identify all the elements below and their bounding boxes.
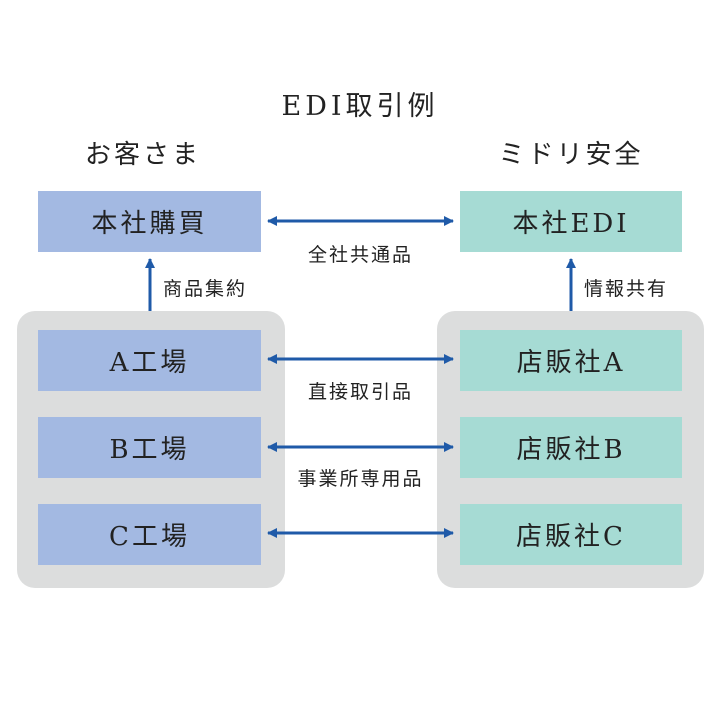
factory-b-label: B工場: [109, 435, 190, 465]
customer-hq-label: 本社購買: [91, 209, 208, 239]
customer-hq-box: 本社購買: [38, 191, 261, 252]
a-link-label: 直接取引品: [307, 381, 413, 403]
factory-a-box: A工場: [38, 330, 261, 391]
store-b-label: 店販社B: [516, 435, 626, 465]
b-link-label: 事業所専用品: [297, 468, 424, 490]
factory-b-box: B工場: [38, 417, 261, 478]
store-b-box: 店販社B: [460, 417, 682, 478]
customer-label: お客さま: [84, 140, 201, 170]
factory-a-label: A工場: [109, 348, 190, 378]
store-c-box: 店販社C: [460, 504, 682, 565]
store-a-box: 店販社A: [460, 330, 682, 391]
right-up-label: 情報共有: [584, 278, 669, 300]
factory-c-box: C工場: [38, 504, 261, 565]
supplier-hq-box: 本社EDI: [460, 191, 682, 252]
hq-link-label: 全社共通品: [307, 244, 413, 266]
diagram-title: EDI取引例: [281, 91, 439, 122]
supplier-hq-label: 本社EDI: [512, 209, 630, 239]
factory-c-label: C工場: [109, 522, 190, 552]
left-up-label: 商品集約: [163, 278, 248, 300]
supplier-label: ミドリ安全: [498, 140, 644, 170]
store-a-label: 店販社A: [516, 348, 626, 378]
store-c-label: 店販社C: [516, 522, 626, 552]
